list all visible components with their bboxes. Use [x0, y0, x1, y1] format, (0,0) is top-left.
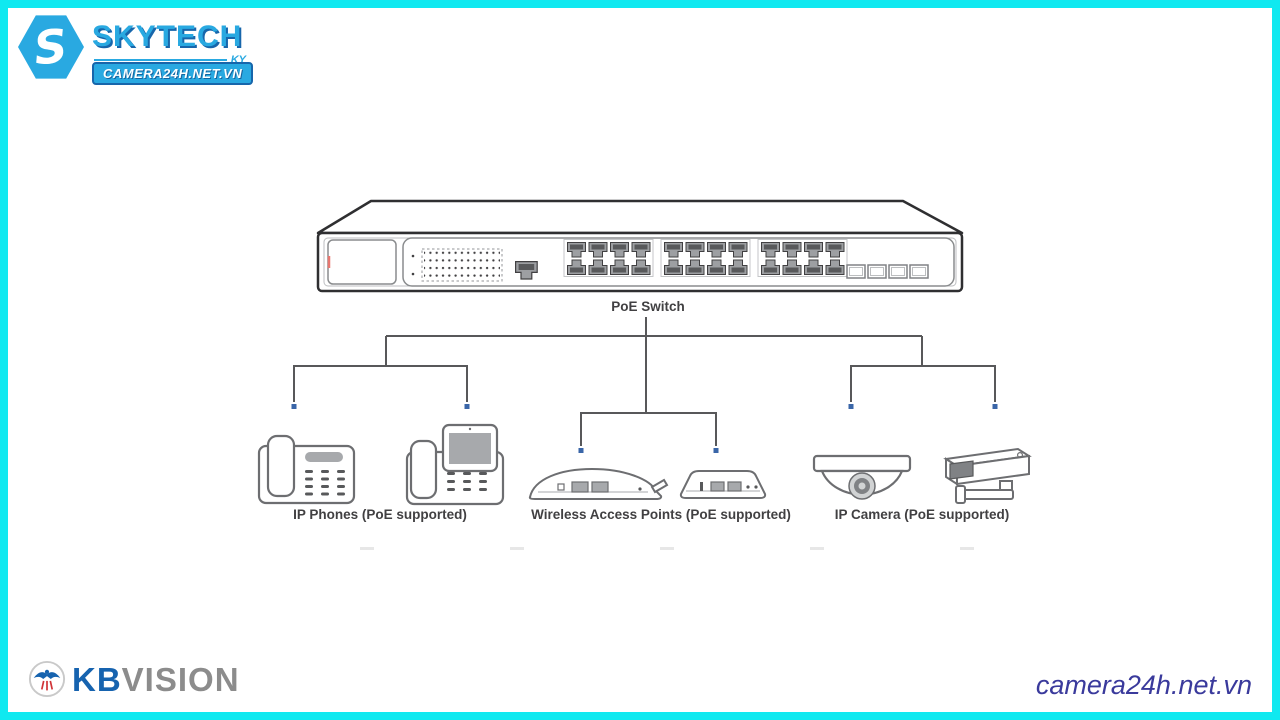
- label-wireless-aps: Wireless Access Points (PoE supported): [531, 507, 791, 522]
- ip-phone-video-icon: [405, 423, 505, 506]
- bullet-camera-icon: [943, 447, 1032, 504]
- ip-phone-basic-icon: [257, 434, 356, 505]
- kbvision-logo: KBVISION: [28, 660, 240, 698]
- sfp-ports: [846, 264, 929, 279]
- label-ip-phones: IP Phones (PoE supported): [293, 507, 467, 522]
- label-ip-cameras: IP Camera (PoE supported): [834, 507, 1010, 522]
- skytech-monogram: S: [31, 18, 71, 76]
- skytech-divider-line: [94, 59, 227, 61]
- poe-switch-label: PoE Switch: [611, 299, 685, 314]
- skytech-logo: S SKYTECH KY CAMERA24H.NET.VN: [14, 8, 264, 90]
- wireless-ap-saucer-icon: [528, 467, 669, 500]
- dome-camera-icon: [812, 454, 912, 500]
- kbvision-kb-text: KB: [72, 660, 122, 698]
- skytech-hexagon-icon: S: [18, 15, 84, 79]
- wireless-ap-compact-icon: [679, 470, 767, 499]
- rj45-port-groups: [563, 239, 848, 277]
- kbvision-wordmark: KBVISION: [72, 663, 240, 696]
- skytech-banner-text: CAMERA24H.NET.VN: [92, 62, 254, 85]
- switch-left-module: [327, 239, 397, 285]
- website-text: camera24h.net.vn: [1035, 670, 1252, 700]
- kbvision-eagle-icon: [28, 660, 66, 698]
- led-grid: [411, 248, 503, 282]
- link-node-dots: [291, 404, 998, 453]
- kbvision-vision-text: VISION: [121, 660, 240, 698]
- cropped-text-artifact: [360, 547, 980, 550]
- connection-lines: [293, 317, 996, 446]
- skytech-brand-text: SKYTECH: [92, 20, 243, 53]
- poe-switch-illustration: [316, 199, 964, 293]
